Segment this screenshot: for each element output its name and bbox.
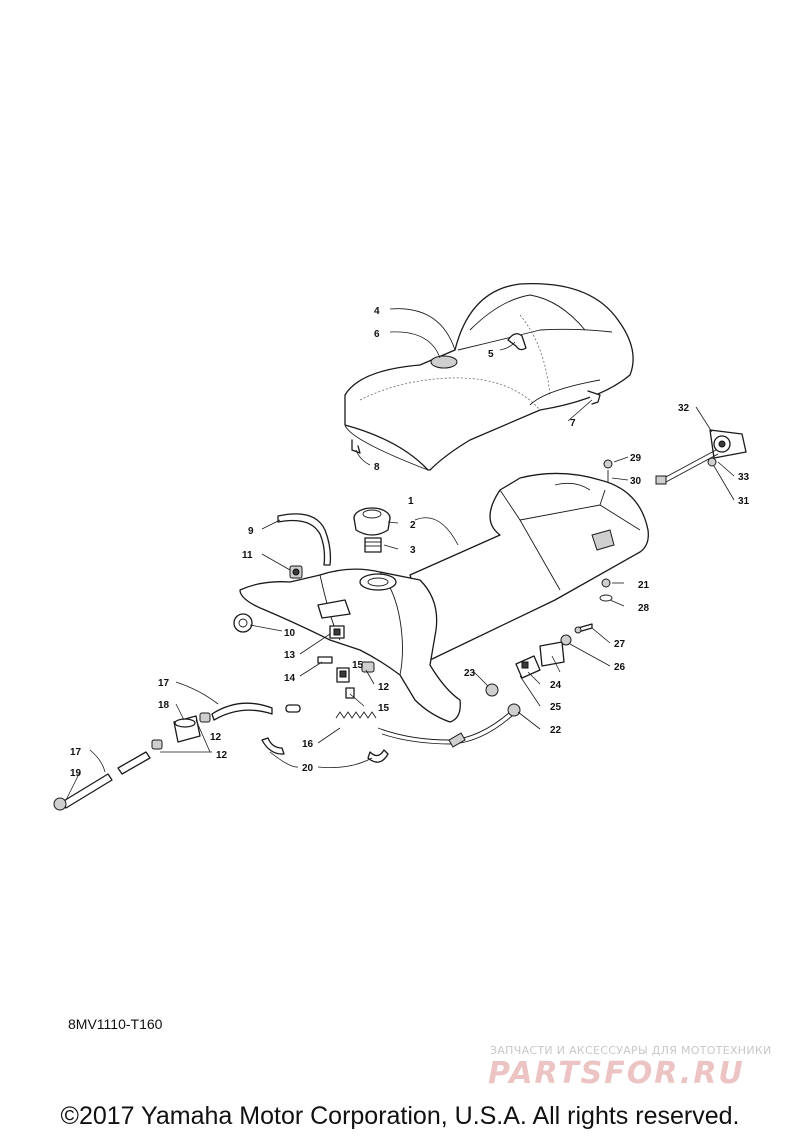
fitting-part[interactable] [361,661,375,673]
callout-20: 20 [302,763,314,774]
callout-11: 11 [242,550,253,561]
callout-7: 7 [570,418,576,429]
callout-27: 27 [614,639,626,650]
grommet-small-part[interactable] [485,683,499,697]
cable-nut-part[interactable] [507,703,521,717]
callout-21: 21 [638,580,650,591]
callout-23: 23 [464,668,476,679]
callout-24: 24 [550,680,562,691]
watermark-brand: PARTSFOR.RU [488,1056,745,1091]
fuel-hose-part[interactable] [211,702,273,721]
callout-8: 8 [374,462,380,473]
callout-16: 16 [302,739,314,750]
callout-4: 4 [374,306,380,317]
callout-28: 28 [638,603,650,614]
diagram-code: 8MV1110-T160 [68,1016,163,1032]
callout-13: 13 [284,650,296,661]
washer-28-part[interactable] [599,594,613,602]
vent-hose-part[interactable] [277,513,332,566]
callout-26: 26 [614,662,626,673]
switch-part[interactable] [515,655,541,679]
clamp-lower-part[interactable] [151,739,163,750]
callout-30: 30 [630,476,642,487]
callout-31: 31 [738,496,750,507]
watermark-tagline: ЗАПЧАСТИ И АКСЕССУАРЫ ДЛЯ МОТОТЕХНИКИ [490,1044,772,1057]
fuel-tank-part[interactable] [239,568,461,723]
callout-labels: 1 2 3 4 5 6 7 8 9 10 11 12 12 12 13 14 1… [70,306,750,779]
cable-assembly-part[interactable] [655,429,747,485]
callout-12-clamp: 12 [210,732,222,743]
callout-15-valve: 15 [352,660,364,671]
callout-6: 6 [374,329,380,340]
callout-2: 2 [410,520,416,531]
callout-17-hose: 17 [158,678,170,689]
callout-25: 25 [550,702,562,713]
washer-21-part[interactable] [601,578,611,588]
fuel-cap-gasket-part[interactable] [364,537,382,553]
callout-18: 18 [158,700,170,711]
callout-22: 22 [550,725,562,736]
copyright-notice: ©2017 Yamaha Motor Corporation, U.S.A. A… [60,1102,740,1130]
callout-5: 5 [488,349,494,360]
callout-17-line: 17 [70,747,82,758]
callout-32: 32 [678,403,690,414]
callout-1: 1 [408,496,414,507]
callout-10: 10 [284,628,296,639]
seat-base-part[interactable] [409,472,649,661]
fuel-cap-part[interactable] [353,507,391,536]
callout-15-lower: 15 [378,703,390,714]
spacer-part[interactable] [317,656,333,664]
bracket-part[interactable] [539,641,565,667]
callout-9: 9 [248,526,254,537]
line-segment-part[interactable] [117,751,151,775]
grommet-part[interactable] [233,613,253,633]
leader-lines [65,308,735,801]
callout-19: 19 [70,768,82,779]
clamp-part[interactable] [199,712,211,723]
hose-end-part[interactable] [285,704,301,713]
seat-hook-part[interactable] [351,439,361,454]
hose-clip-part[interactable] [261,737,285,755]
callout-12-lower: 12 [216,750,228,761]
spring-part[interactable] [335,711,377,719]
nut-29-part[interactable] [603,459,613,469]
fuel-line-part[interactable] [61,773,113,809]
seat-part[interactable] [344,282,634,471]
fuel-filter-part[interactable] [173,715,201,743]
nut-33-part[interactable] [707,457,717,467]
callout-14: 14 [284,673,296,684]
callout-3: 3 [410,545,416,556]
hose-clip-right-part[interactable] [367,749,389,763]
callout-33: 33 [738,472,750,483]
line-cap-part[interactable] [53,797,67,811]
fuel-valve-part[interactable] [336,667,355,699]
callout-12-valve: 12 [378,682,390,693]
callout-29: 29 [630,453,642,464]
nut-part[interactable] [560,634,572,646]
plug-part[interactable] [289,565,303,579]
